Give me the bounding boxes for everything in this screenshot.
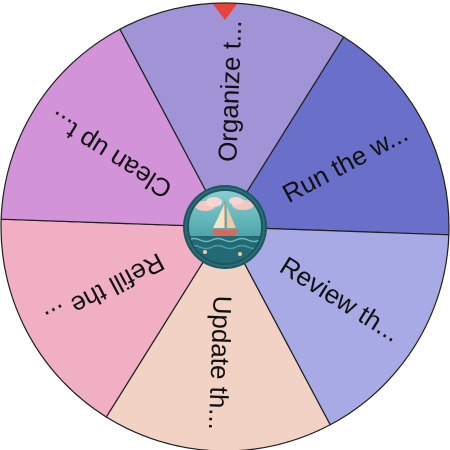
wheel-segment[interactable] — [223, 36, 450, 236]
center-hub[interactable] — [183, 185, 267, 269]
wheel-segment[interactable] — [119, 2, 345, 229]
wheel-segment-label: Update th... — [203, 295, 238, 430]
wheel-pointer-icon — [213, 4, 237, 20]
wheel-segment-label: Organize t... — [212, 20, 247, 163]
wheel-segment[interactable] — [105, 225, 331, 450]
wheel-segment[interactable] — [0, 218, 227, 418]
wheel-segment[interactable] — [0, 28, 227, 228]
wheel-segment[interactable] — [223, 226, 450, 426]
